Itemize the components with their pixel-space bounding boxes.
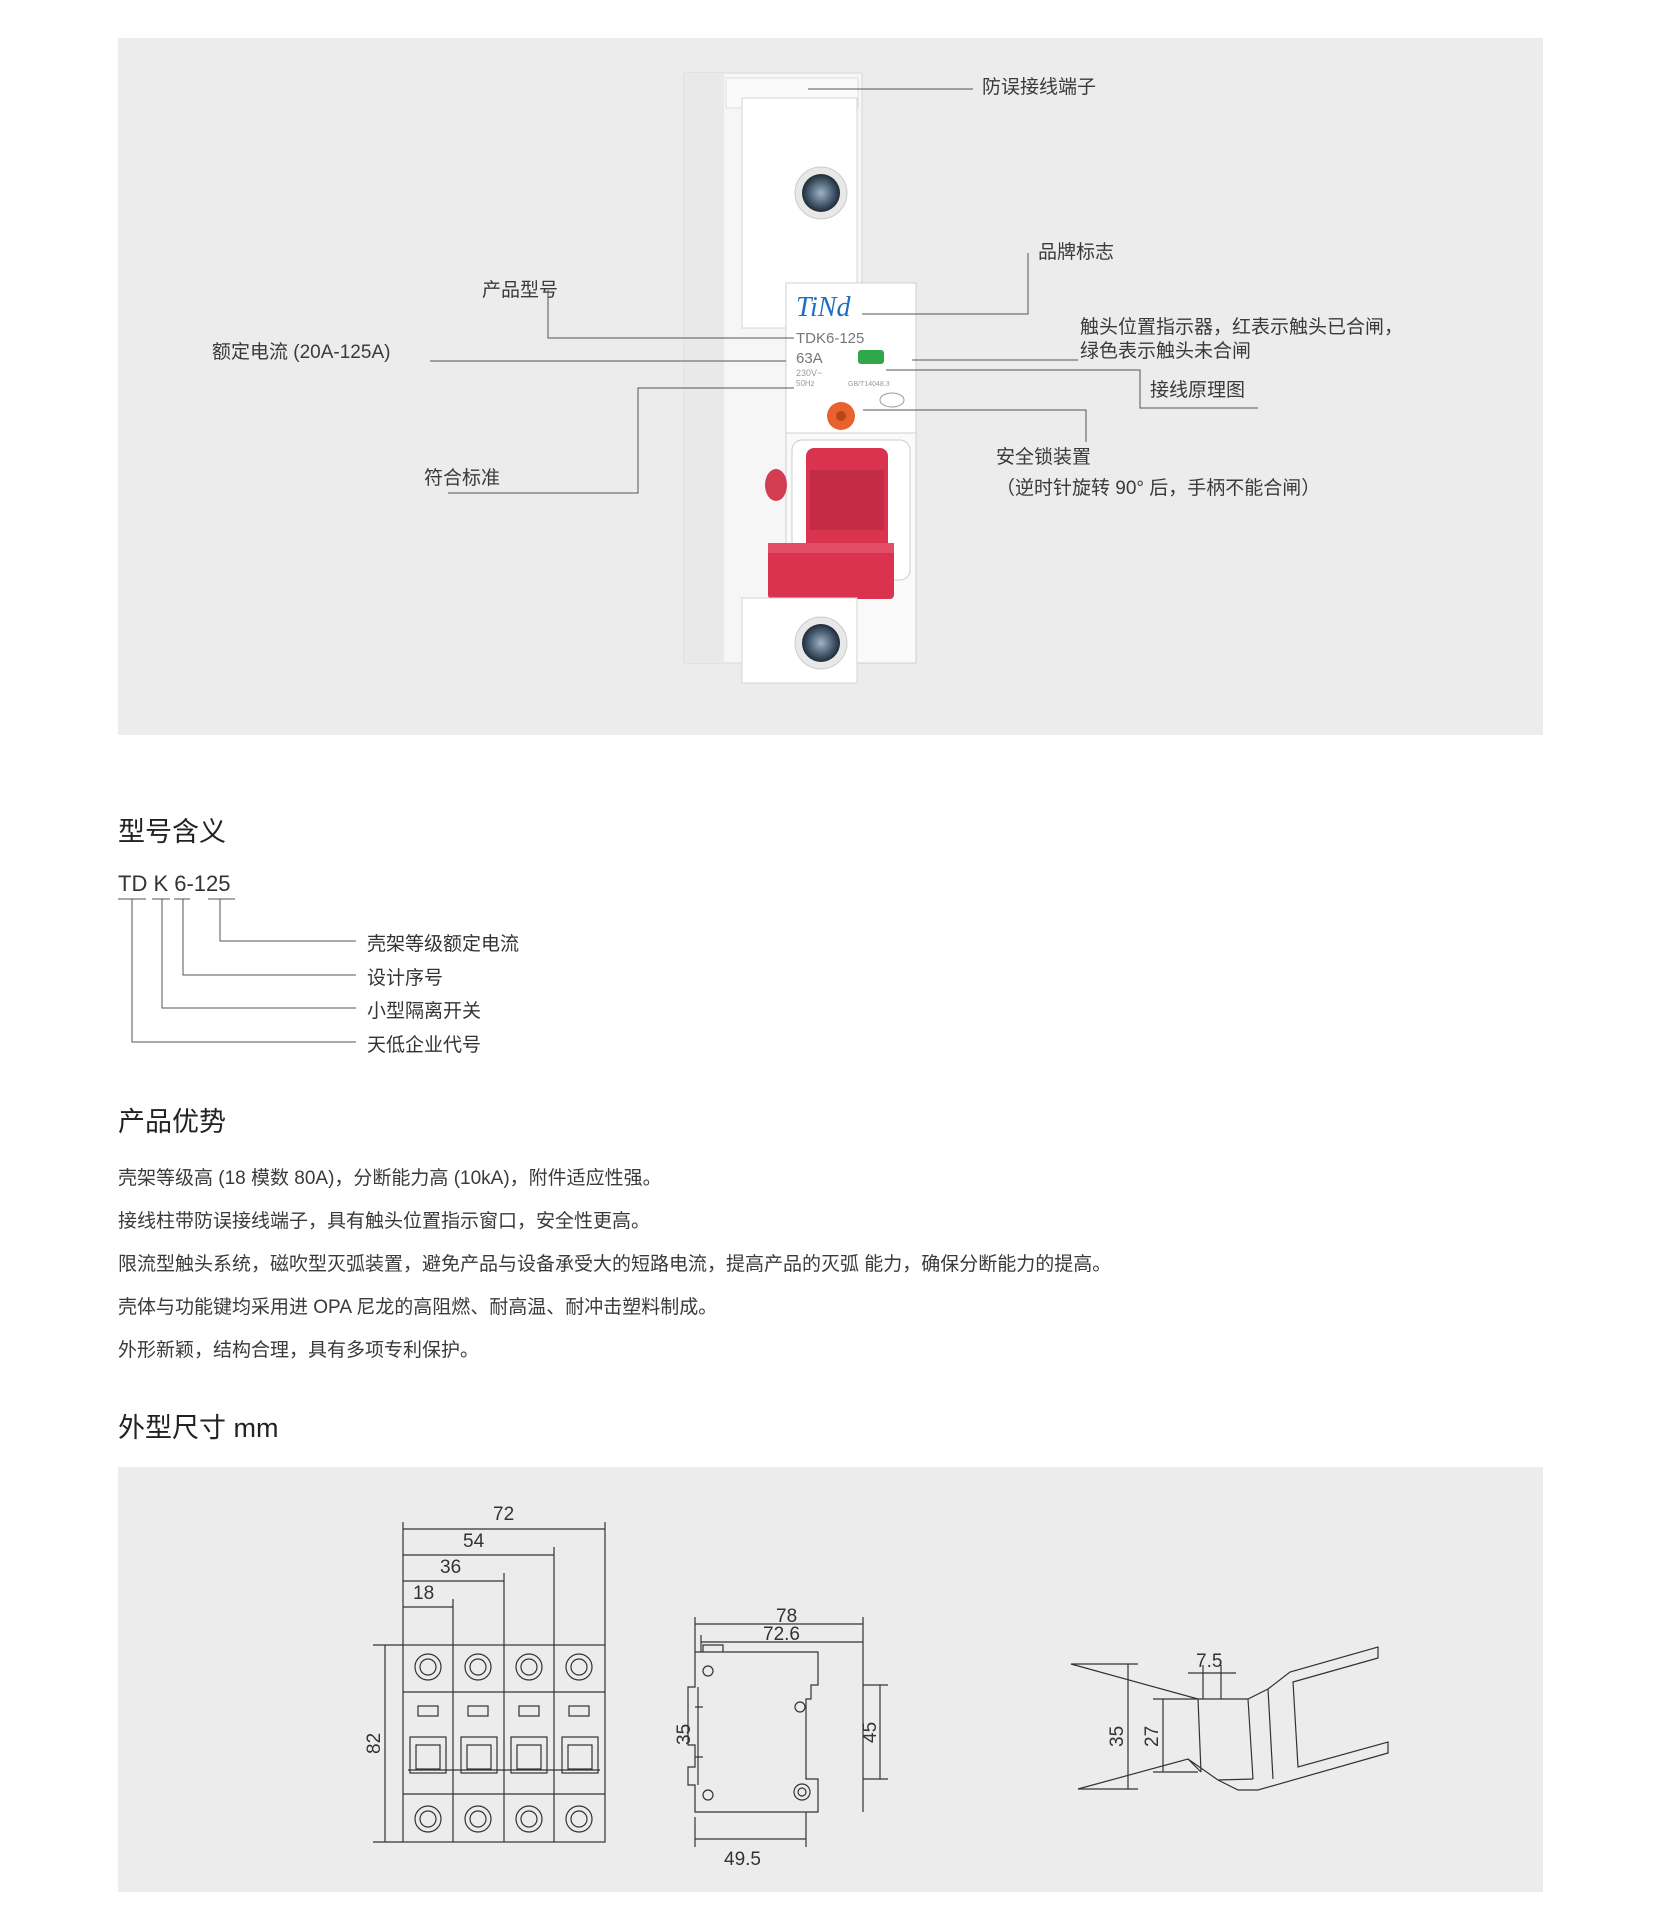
callout-wiring-diagram: 接线原理图 (1150, 380, 1246, 401)
dim-front-36: 36 (440, 1557, 461, 1578)
meaning-frame-current: 壳架等级额定电流 (367, 934, 520, 955)
breaker-illustration: TiNd TDK6-125 63A 230V~ 50Hz GB/T14048.3 (430, 72, 1258, 684)
callout-standard: 符合标准 (424, 468, 501, 489)
callout-lock-line2: （逆时针旋转 90° 后，手柄不能合闸） (996, 478, 1321, 499)
dimension-drawings: 72 54 36 18 82 78 72.6 35 45 49.5 7.5 35… (364, 1504, 1389, 1870)
brand-logo: TiNd (796, 292, 851, 323)
dim-front-82: 82 (364, 1733, 385, 1754)
meaning-design-serial: 设计序号 (367, 968, 444, 989)
svg-text:GB/T14048.3: GB/T14048.3 (848, 381, 890, 388)
dimensions-title: 外型尺寸 mm (118, 1413, 279, 1443)
model-code: TD K 6-125 (118, 871, 231, 896)
product-diagram-panel: TiNd TDK6-125 63A 230V~ 50Hz GB/T14048.3 (118, 38, 1543, 735)
svg-text:63A: 63A (796, 350, 823, 367)
callout-lock-line1: 安全锁装置 (996, 447, 1092, 468)
dim-rail-27: 27 (1142, 1726, 1163, 1747)
dim-front-18: 18 (413, 1583, 434, 1604)
svg-text:TDK6-125: TDK6-125 (796, 330, 864, 347)
advantage-item: 限流型触头系统，磁吹型灭弧装置，避免产品与设备承受大的短路电流，提高产品的灭弧 … (118, 1254, 1112, 1275)
advantage-item: 接线柱带防误接线端子，具有触头位置指示窗口，安全性更高。 (118, 1211, 651, 1232)
dim-rail-35: 35 (1107, 1726, 1128, 1747)
dim-front-72: 72 (493, 1504, 514, 1525)
dim-front-54: 54 (463, 1531, 485, 1552)
callout-rated-current: 额定电流 (20A-125A) (212, 342, 391, 363)
meaning-company-code: 天低企业代号 (367, 1035, 482, 1056)
svg-text:50Hz: 50Hz (796, 379, 815, 388)
callout-model: 产品型号 (482, 280, 559, 301)
meaning-isolating-switch: 小型隔离开关 (367, 1001, 482, 1022)
callout-brand-logo: 品牌标志 (1038, 242, 1115, 263)
dimension-drawings-panel: 72 54 36 18 82 78 72.6 35 45 49.5 7.5 35… (118, 1467, 1543, 1892)
dim-side-78: 78 (776, 1606, 797, 1627)
dim-side-49-5: 49.5 (724, 1849, 761, 1870)
svg-text:230V~: 230V~ (796, 368, 822, 378)
contact-indicator (858, 350, 884, 364)
callout-anti-miswiring: 防误接线端子 (982, 77, 1097, 98)
advantage-item: 外形新颖，结构合理，具有多项专利保护。 (118, 1340, 480, 1361)
advantages-title: 产品优势 (118, 1107, 226, 1137)
callout-indicator-line2: 绿色表示触头未合闸 (1080, 341, 1252, 362)
dim-side-72-6: 72.6 (763, 1624, 800, 1645)
advantage-item: 壳体与功能键均采用进 OPA 尼龙的高阻燃、耐高温、耐冲击塑料制成。 (118, 1297, 718, 1318)
advantage-item: 壳架等级高 (18 模数 80A)，分断能力高 (10kA)，附件适应性强。 (118, 1168, 662, 1189)
callout-indicator-line1: 触头位置指示器，红表示触头已合闸， (1080, 317, 1404, 338)
dim-side-35: 35 (674, 1724, 695, 1745)
dim-side-45: 45 (860, 1722, 881, 1743)
dim-rail-7-5: 7.5 (1196, 1651, 1222, 1672)
model-meaning-title: 型号含义 (118, 817, 226, 847)
